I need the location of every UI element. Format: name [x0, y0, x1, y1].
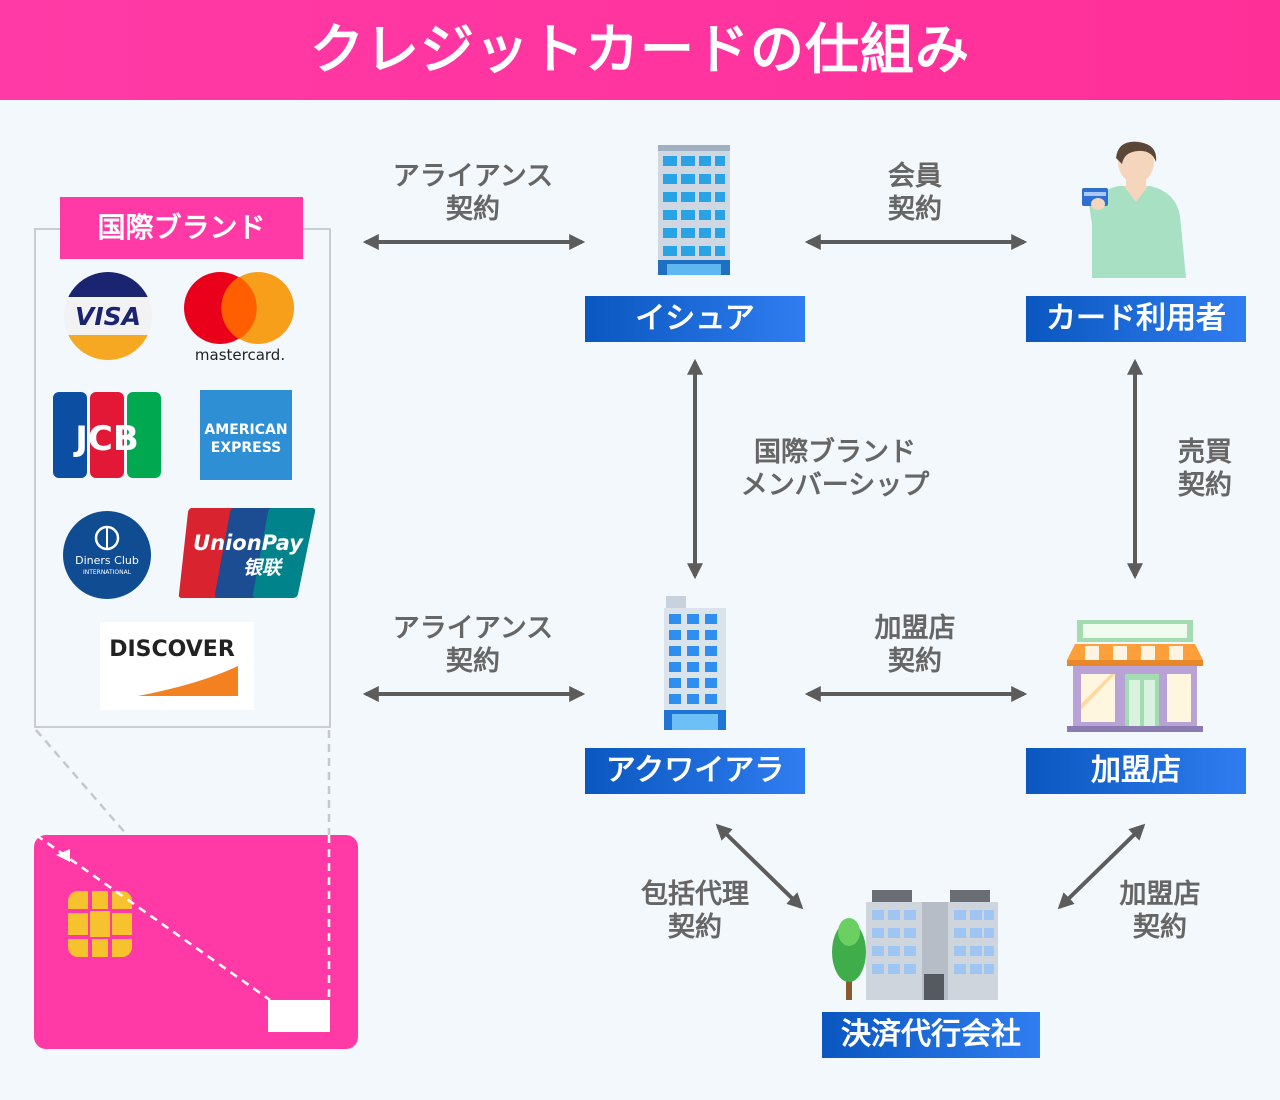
node-acquirer: アクワイアラ: [585, 748, 805, 794]
card-chip-icon: [68, 891, 132, 957]
acquirer-building-icon: [664, 596, 726, 730]
credit-card-details: [35, 835, 331, 1032]
unionpay-logo: UnionPay 银联: [178, 508, 316, 598]
mastercard-logo-text: mastercard.: [195, 346, 285, 364]
discover-logo: DISCOVER: [100, 622, 254, 710]
jcb-logo: JCB: [53, 392, 161, 478]
header-bar: [0, 0, 1280, 100]
issuer-building-icon: [658, 145, 730, 275]
label-merchant-contract: 加盟店契約: [874, 613, 956, 677]
node-issuer: イシュア: [585, 296, 805, 342]
page-title: クレジットカードの仕組み: [310, 18, 970, 81]
card-signature-panel: [268, 1000, 330, 1032]
label-alliance-bottom: アライアンス契約: [392, 613, 554, 677]
label-brand-membership: 国際ブランドメンバーシップ: [740, 437, 930, 501]
brand-panel-title: 国際ブランド: [60, 197, 303, 259]
visa-logo: VISA: [64, 272, 152, 360]
diners-logo-line2: INTERNATIONAL: [83, 569, 132, 576]
arrow-merchant-agent: [1057, 823, 1146, 910]
amex-logo: AMERICAN EXPRESS: [200, 390, 292, 480]
amex-logo-line2: EXPRESS: [211, 440, 282, 456]
label-member-contract: 会員契約: [888, 161, 942, 225]
node-payment-agent: 決済代行会社: [822, 1012, 1040, 1058]
label-sales-contract: 売買契約: [1178, 437, 1232, 501]
label-merchant-contract-agent: 加盟店契約: [1119, 879, 1201, 943]
diners-logo-line1: Diners Club: [75, 554, 139, 567]
node-merchant: 加盟店: [1026, 748, 1246, 794]
unionpay-logo-line2: 银联: [243, 557, 284, 579]
mastercard-logo: mastercard.: [184, 272, 294, 364]
diners-club-logo: Diners Club INTERNATIONAL: [63, 511, 151, 599]
label-comprehensive-agency: 包括代理契約: [641, 879, 749, 943]
node-card-user: カード利用者: [1026, 296, 1246, 342]
jcb-logo-text: JCB: [73, 419, 139, 459]
arrow-comprehensive-agency: [715, 823, 804, 910]
unionpay-logo-line1: UnionPay: [193, 531, 304, 555]
card-user-person-icon: [1082, 141, 1186, 278]
visa-logo-text: VISA: [75, 302, 141, 331]
payment-agent-building-icon: [832, 890, 998, 1000]
amex-logo-line1: AMERICAN: [204, 422, 287, 438]
merchant-store-icon: [1067, 620, 1203, 732]
discover-logo-text: DISCOVER: [109, 637, 235, 662]
label-alliance-top: アライアンス契約: [392, 161, 554, 225]
